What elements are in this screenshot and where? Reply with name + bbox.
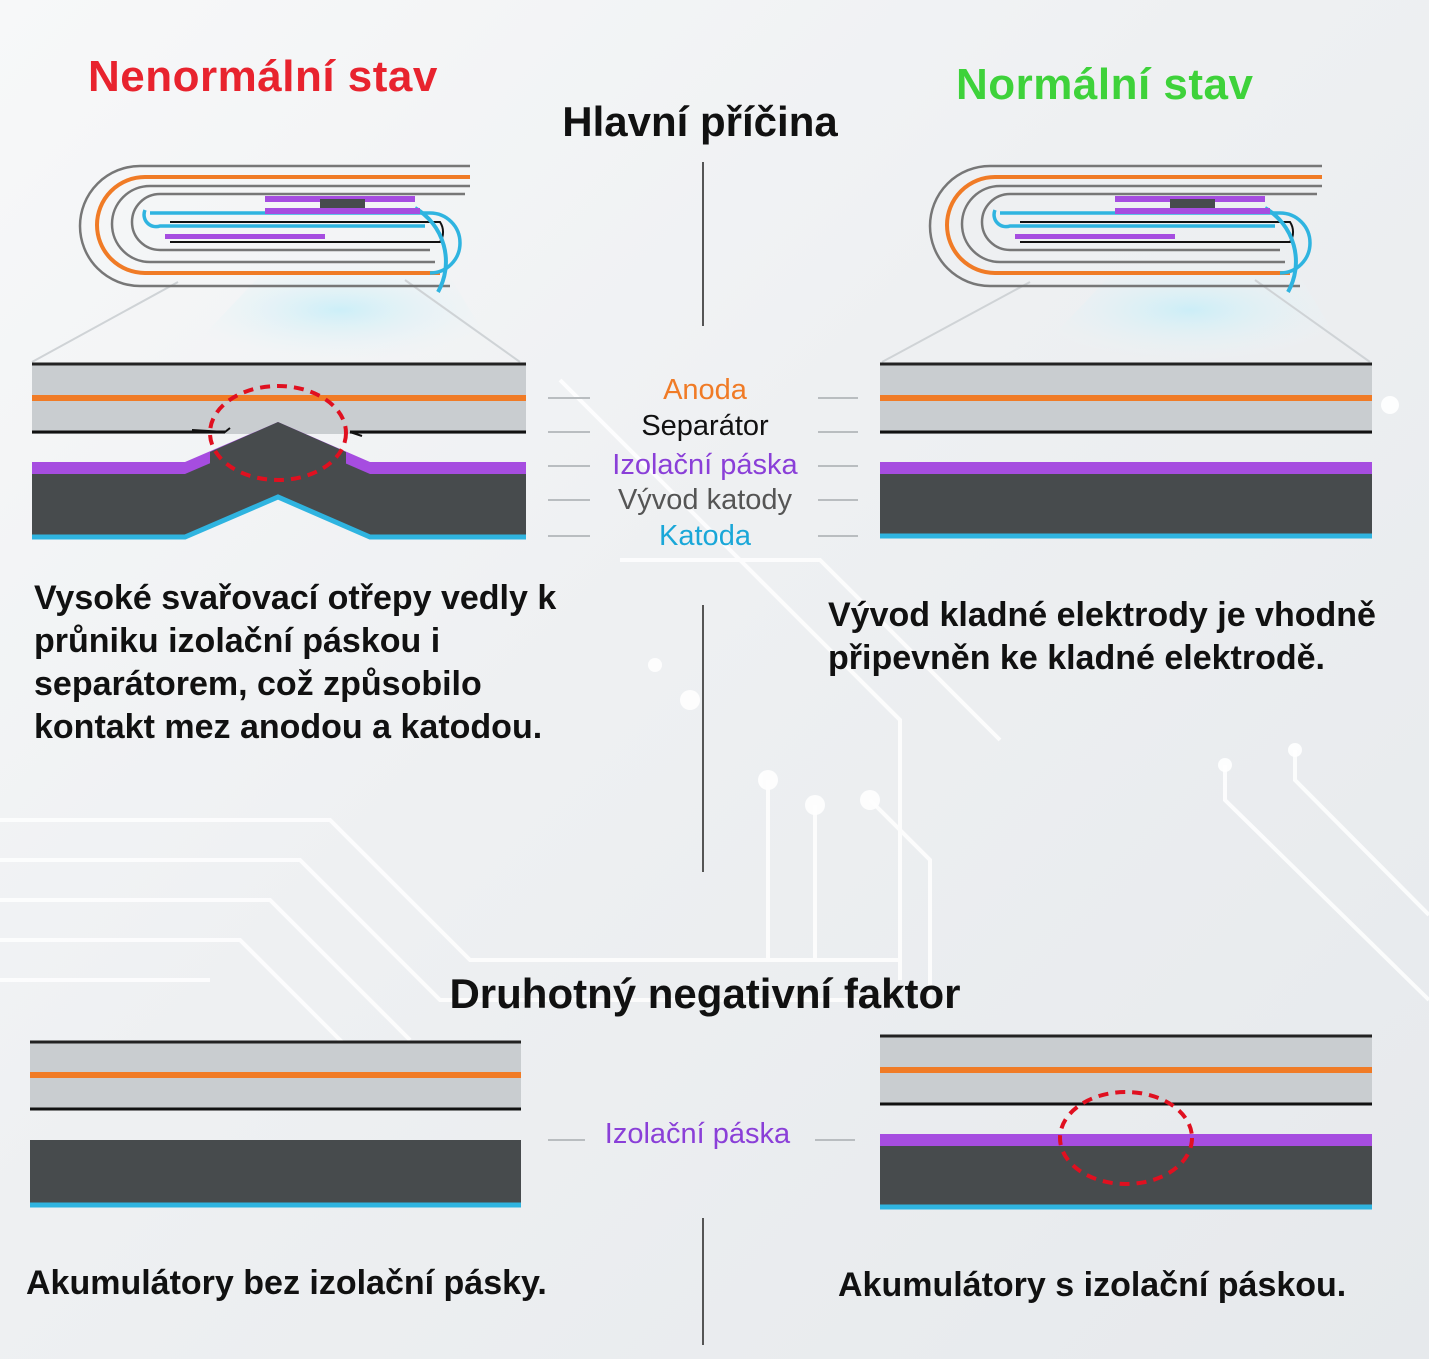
label-insulation-tape-bottom: Izolační páska <box>604 1118 791 1150</box>
abnormal-description-line: separátorem, což způsobilo <box>34 665 482 703</box>
cross-section-normal <box>880 362 1372 539</box>
folded-cell-normal <box>881 164 1371 363</box>
folded-cell-abnormal <box>31 164 521 363</box>
normal-state-heading: Normální stav <box>956 60 1254 109</box>
cross-section-abnormal <box>32 362 526 540</box>
normal-description-line: připevněn ke kladné elektrodě. <box>828 639 1325 677</box>
tape-highlight-circle <box>1058 1090 1194 1186</box>
label-separator: Separátor <box>641 410 769 442</box>
main-cause-heading: Hlavní příčina <box>562 98 838 145</box>
abnormal-description-line: průniku izolační páskou i <box>34 622 441 660</box>
abnormal-description-line: kontakt mez anodou a katodou. <box>34 708 543 746</box>
defect-highlight-circle <box>208 384 348 482</box>
cross-section-without-tape <box>30 1040 521 1208</box>
abnormal-state-heading: Nenormální stav <box>88 52 438 101</box>
label-cathode: Katoda <box>659 520 751 552</box>
caption-with-tape: Akumulátory s izolační páskou. <box>838 1266 1347 1304</box>
circuit-nodes <box>648 396 1399 815</box>
normal-description-line: Vývod kladné elektrody je vhodně <box>828 596 1376 634</box>
abnormal-description: Vysoké svařovací otřepy vedly k průniku … <box>34 577 556 749</box>
label-leader-lines <box>548 397 858 1141</box>
label-cathode-lead: Vývod katody <box>617 484 793 516</box>
circuit-background-pattern <box>0 378 1429 1082</box>
normal-description: Vývod kladné elektrody je vhodně připevn… <box>828 594 1376 680</box>
cross-section-with-tape <box>880 1034 1372 1210</box>
secondary-factor-heading: Druhotný negativní faktor <box>449 970 961 1017</box>
label-anode: Anoda <box>663 374 747 406</box>
caption-without-tape: Akumulátory bez izolační pásky. <box>26 1264 547 1302</box>
label-insulation-tape: Izolační páska <box>612 449 798 481</box>
abnormal-description-line: Vysoké svařovací otřepy vedly k <box>34 579 557 617</box>
